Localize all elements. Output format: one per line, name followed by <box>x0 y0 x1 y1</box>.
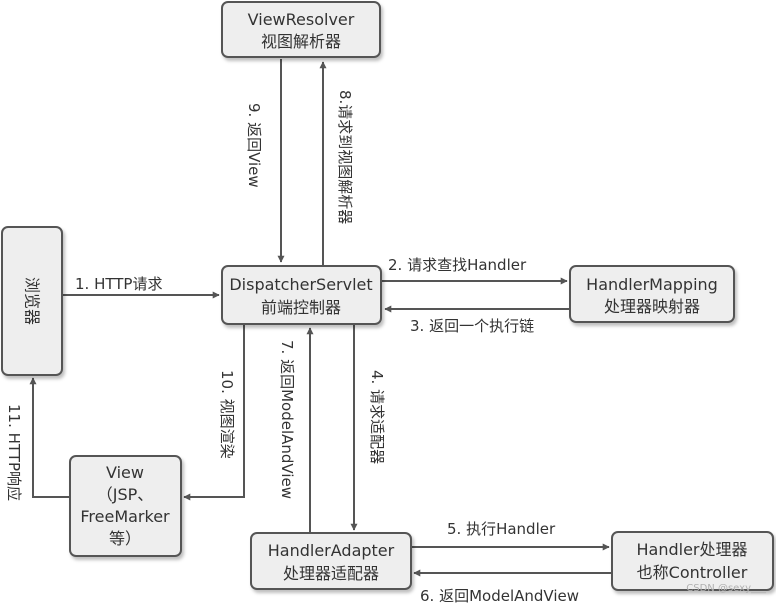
edge-11-http-response <box>29 377 70 498</box>
node-view-line2: （JSP、 <box>97 485 154 504</box>
node-dispatcher-title: DispatcherServlet <box>229 275 372 294</box>
edge-4-label: 4. 请求适配器 <box>368 370 386 464</box>
watermark: CSDN @sexy___ <box>686 583 767 594</box>
node-handler-title: Handler处理器 <box>636 540 747 559</box>
node-handler-subtitle: 也称Controller <box>637 563 748 582</box>
edge-8-label: 8.请求到视图解析器 <box>336 90 354 224</box>
edge-6-label: 6. 返回ModelAndView <box>420 587 579 605</box>
node-handler-mapping-title: HandlerMapping <box>586 275 718 294</box>
edge-9-label: 9. 返回View <box>245 103 263 188</box>
node-handler-adapter-title: HandlerAdapter <box>268 541 395 560</box>
node-dispatcher-servlet: DispatcherServlet 前端控制器 <box>221 265 382 325</box>
node-handler-mapping: HandlerMapping 处理器映射器 <box>569 265 735 323</box>
node-view-resolver-subtitle: 视图解析器 <box>261 32 341 51</box>
edge-7-label: 7. 返回ModelAndView <box>278 340 296 499</box>
node-browser-label: 浏览器 <box>23 277 42 325</box>
node-view-resolver: ViewResolver 视图解析器 <box>221 1 381 58</box>
node-dispatcher-subtitle: 前端控制器 <box>261 298 341 317</box>
node-handler-mapping-subtitle: 处理器映射器 <box>604 297 700 316</box>
edge-5-label: 5. 执行Handler <box>447 520 556 538</box>
node-browser: 浏览器 <box>1 226 63 376</box>
edge-1-label: 1. HTTP请求 <box>75 275 162 293</box>
edge-10-label: 10. 视图渲染 <box>218 370 236 459</box>
edge-11-label: 11. HTTP响应 <box>5 404 23 501</box>
edge-10-render-view <box>183 325 245 501</box>
edge-3-label: 3. 返回一个执行链 <box>410 317 534 335</box>
node-handler-adapter-subtitle: 处理器适配器 <box>283 564 379 583</box>
node-view-resolver-title: ViewResolver <box>248 10 355 29</box>
node-view: View （JSP、 FreeMarker 等） <box>69 455 182 557</box>
node-view-line3: FreeMarker <box>80 507 170 526</box>
edge-2-label: 2. 请求查找Handler <box>388 256 527 274</box>
node-handler-adapter: HandlerAdapter 处理器适配器 <box>250 532 412 590</box>
node-handler: Handler处理器 也称Controller <box>611 531 774 591</box>
node-view-title: View <box>106 463 144 482</box>
node-view-line4: 等） <box>109 529 141 548</box>
